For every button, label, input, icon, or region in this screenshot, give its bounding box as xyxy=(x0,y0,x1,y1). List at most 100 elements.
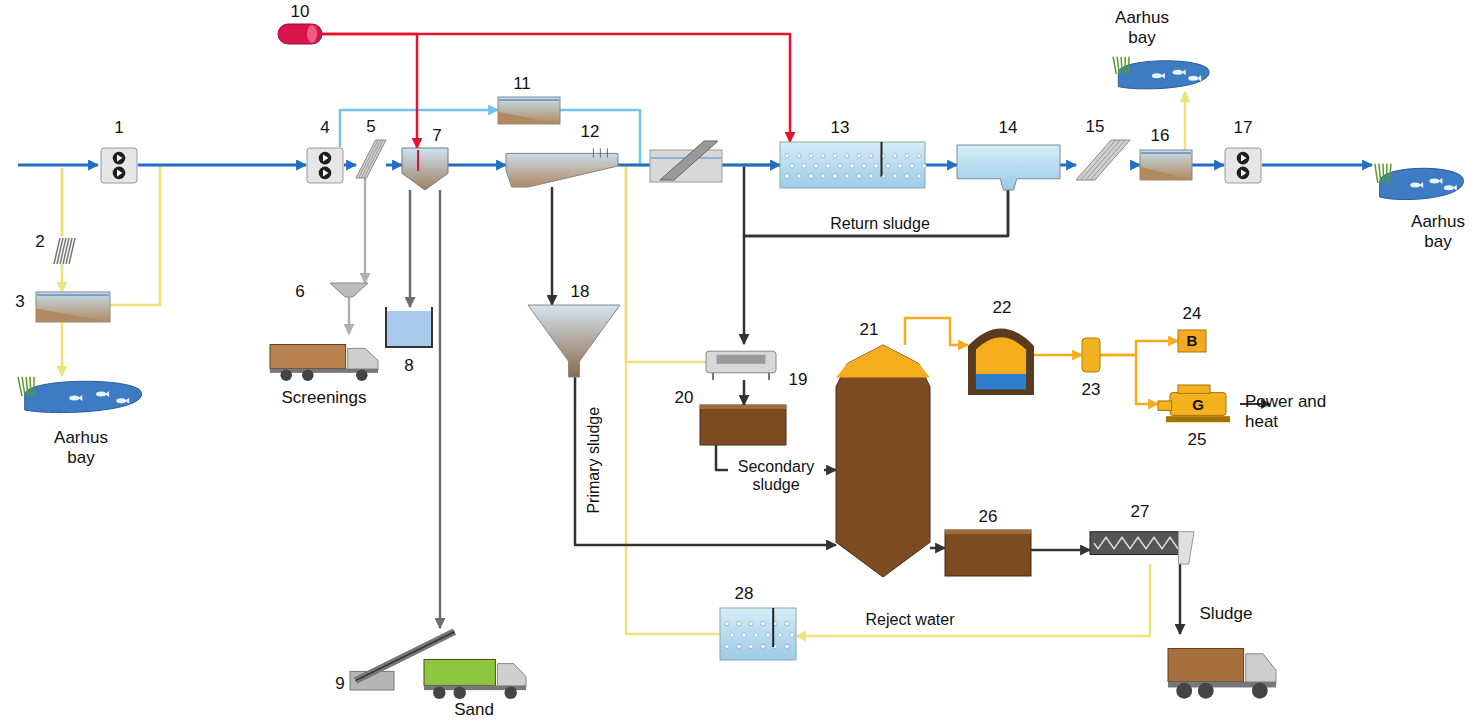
unit-label: G xyxy=(1192,396,1204,413)
callout-number: 3 xyxy=(15,292,24,312)
plant-unit: 23 xyxy=(1082,338,1100,372)
flow-line xyxy=(1262,164,1372,167)
plant-unit: 27 xyxy=(1090,526,1194,564)
plant-unit: 7 xyxy=(402,148,448,190)
callout-number: 6 xyxy=(295,282,304,302)
unit-icon xyxy=(700,405,786,445)
flow-line xyxy=(364,178,367,283)
fine-screen xyxy=(650,141,722,182)
flow-line xyxy=(575,377,836,545)
plant-unit: 6 xyxy=(330,283,368,297)
unit-icon xyxy=(14,376,148,416)
callout-number: 13 xyxy=(831,118,850,138)
plant-unit: 11 xyxy=(498,97,560,124)
flow-line xyxy=(1179,564,1182,634)
callout-number: 7 xyxy=(432,126,441,146)
plant-unit: 12 xyxy=(506,145,618,187)
callout-number: 23 xyxy=(1082,380,1101,400)
flow-line xyxy=(1031,549,1090,552)
unit-icon xyxy=(720,608,796,660)
flow-line xyxy=(340,110,498,147)
unit-icon xyxy=(1110,56,1214,92)
unit-icon xyxy=(1140,150,1192,180)
plant-unit: 20 xyxy=(700,405,786,445)
flow-line xyxy=(551,187,554,305)
flow-line xyxy=(1100,355,1158,404)
callout-number: 18 xyxy=(571,282,590,302)
flow-line xyxy=(344,164,356,167)
flow-line xyxy=(322,34,417,148)
output-label: Power and heat xyxy=(1245,392,1335,431)
flow-line xyxy=(110,165,306,305)
unit-icon xyxy=(1224,147,1262,184)
flow-line xyxy=(138,164,306,167)
flow-line xyxy=(1130,164,1140,167)
unit-label: Aarhus bay xyxy=(46,428,116,467)
callout-number: 27 xyxy=(1131,502,1150,522)
unit-icon xyxy=(506,145,618,187)
flow-line xyxy=(626,165,780,634)
unit-icon xyxy=(1168,634,1276,700)
flow-line xyxy=(409,190,412,307)
callout-number: 22 xyxy=(993,298,1012,318)
callout-number: 15 xyxy=(1086,117,1105,137)
unit-icon xyxy=(270,334,378,382)
unit-icon xyxy=(100,147,138,184)
unit-icon xyxy=(36,292,110,322)
inflow-arrow xyxy=(18,165,98,236)
callout-number: 4 xyxy=(320,118,329,138)
plant-unit: Aarhus bay xyxy=(1110,56,1214,92)
unit-icon xyxy=(386,307,432,347)
callout-number: 14 xyxy=(999,118,1018,138)
flow-line xyxy=(348,297,351,334)
callout-number: 25 xyxy=(1188,430,1207,450)
flow-line xyxy=(744,190,1008,344)
flow-line xyxy=(1192,164,1224,167)
unit-icon xyxy=(528,305,620,377)
plant-unit: 8 xyxy=(386,307,432,347)
flow-line xyxy=(925,164,957,167)
unit-label: Sludge xyxy=(1200,604,1253,624)
unit-icon xyxy=(836,345,930,577)
plant-unit: 25G xyxy=(1158,385,1238,423)
plant-unit: 3 xyxy=(36,292,110,322)
flow-line xyxy=(1184,92,1187,150)
plant-unit: 21 xyxy=(836,345,930,577)
plant-unit: 2 xyxy=(54,238,72,264)
plant-unit: 13 xyxy=(780,142,925,188)
flow-line xyxy=(905,318,968,345)
unit-icon xyxy=(945,530,1031,576)
callout-number: 8 xyxy=(404,356,413,376)
unit-icon xyxy=(306,147,344,184)
plant-unit: Aarhus bay xyxy=(1372,163,1468,203)
plant-unit: 26 xyxy=(945,530,1031,576)
flow-line xyxy=(61,264,64,292)
plant-unit: 15 xyxy=(1076,140,1130,180)
unit-icon xyxy=(1076,140,1130,180)
unit-icon xyxy=(356,140,386,178)
callout-number: 12 xyxy=(581,122,600,142)
plant-unit: 18 xyxy=(528,305,620,377)
plant-unit: 28 xyxy=(720,608,796,660)
unit-icon xyxy=(968,325,1034,395)
unit-label: B xyxy=(1187,332,1198,349)
callout-number: 1 xyxy=(114,118,123,138)
unit-icon xyxy=(1090,526,1194,564)
plant-unit: 4 xyxy=(306,147,344,184)
flow-line xyxy=(1100,341,1178,355)
plant-unit: 16 xyxy=(1140,150,1192,180)
unit-label: Aarhus bay xyxy=(1112,8,1172,47)
callout-number: 20 xyxy=(675,388,694,408)
unit-icon xyxy=(1372,163,1468,203)
unit-label: Screenings xyxy=(281,388,366,408)
callout-number: 21 xyxy=(860,320,879,340)
flow-line xyxy=(743,380,746,405)
flow-line xyxy=(322,34,790,142)
flow-label: Secondary sludge xyxy=(728,458,824,495)
flow-line xyxy=(930,547,945,550)
callout-number: 26 xyxy=(979,507,998,527)
plant-unit: Sand xyxy=(424,648,526,700)
flow-label: Primary sludge xyxy=(585,405,603,516)
unit-icon xyxy=(330,283,368,297)
callout-number: 16 xyxy=(1151,126,1170,146)
